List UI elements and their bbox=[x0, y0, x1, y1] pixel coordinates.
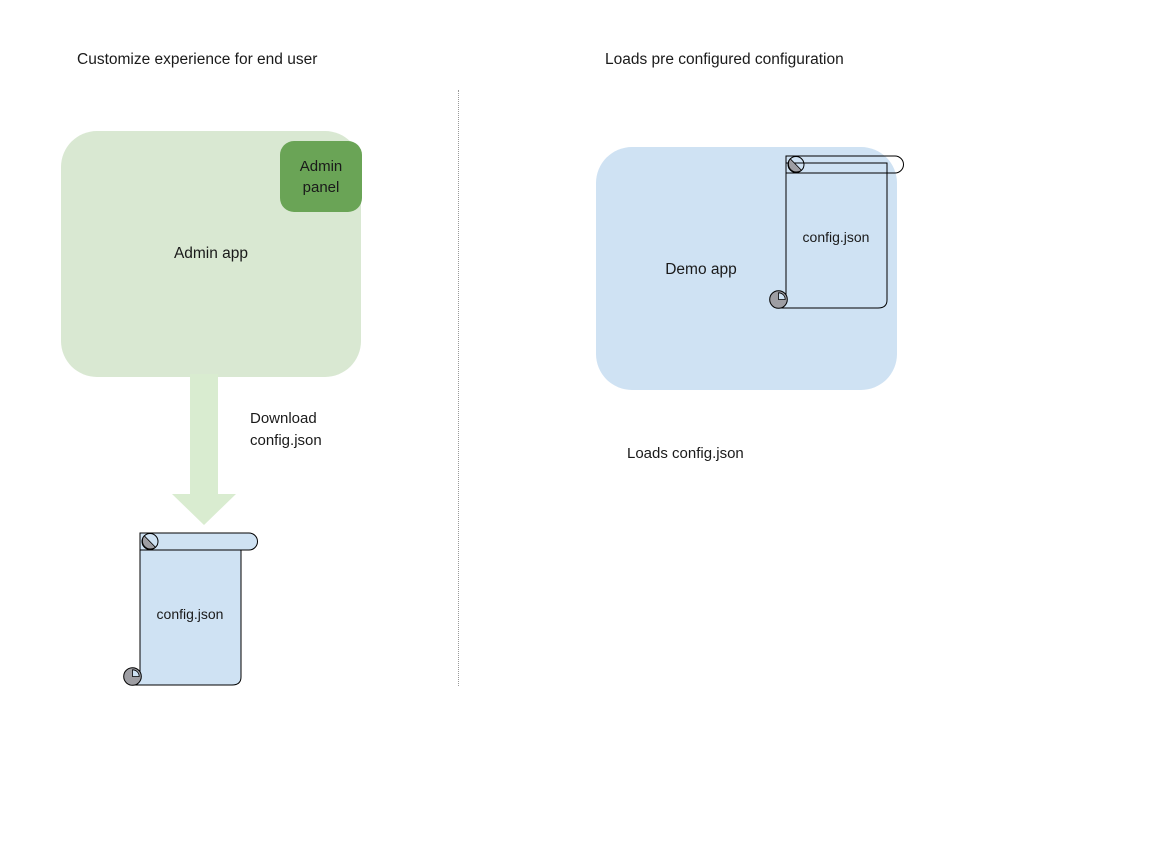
config-json-scroll-right: config.json bbox=[769, 155, 904, 309]
admin-app-box: Admin panel Admin app bbox=[61, 131, 362, 377]
scroll-body bbox=[131, 539, 242, 686]
demo-app-label: Demo app bbox=[665, 261, 737, 278]
scroll-top-curl-shadow bbox=[142, 535, 156, 550]
config-json-scroll-left: config.json bbox=[123, 532, 258, 686]
loads-config-caption: Loads config.json bbox=[627, 445, 744, 462]
right-section-title: Loads pre configured configuration bbox=[605, 51, 844, 68]
left-section-title: Customize experience for end user bbox=[77, 51, 318, 68]
scroll-top-curl bbox=[787, 156, 805, 173]
config-json-label-right: config.json bbox=[803, 229, 870, 245]
admin-panel-label: Admin panel bbox=[299, 157, 343, 196]
download-arrow-icon bbox=[172, 374, 236, 525]
admin-panel-box: Admin panel bbox=[280, 141, 362, 212]
scroll-body bbox=[777, 162, 888, 309]
admin-app-label: Admin app bbox=[173, 245, 249, 262]
scroll-top-curl-shadow bbox=[788, 158, 802, 173]
config-json-label-left: config.json bbox=[157, 606, 224, 622]
download-arrow-label: Download config.json bbox=[250, 410, 322, 449]
section-divider bbox=[458, 90, 459, 686]
scroll-top-roll bbox=[139, 532, 258, 551]
scroll-top-roll bbox=[785, 155, 904, 174]
scroll-bottom-curl-notch bbox=[778, 292, 786, 300]
scroll-bottom-curl-notch bbox=[132, 669, 140, 677]
demo-app-box: Demo app bbox=[596, 147, 897, 390]
